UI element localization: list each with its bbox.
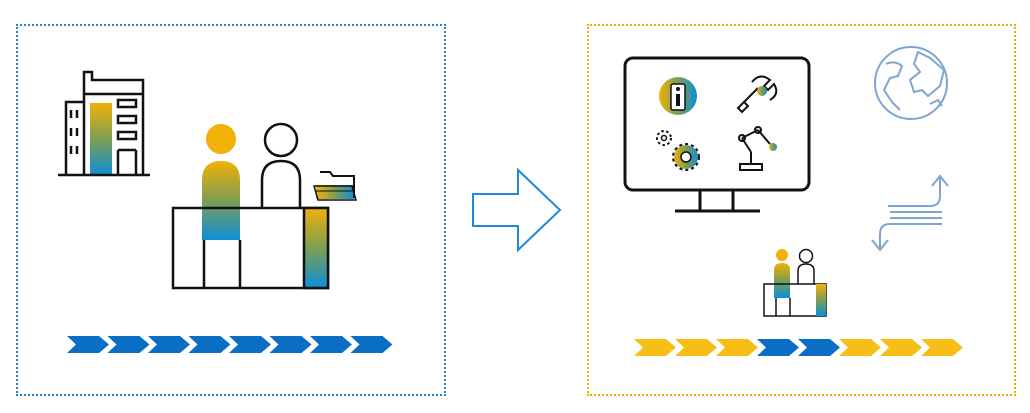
process-chevron [634,339,676,356]
globe-icon [874,46,948,120]
process-chevron [880,339,922,356]
process-chevron [107,336,150,353]
process-chevron [67,336,109,353]
process-chevron [757,339,799,356]
process-chevron [148,336,190,353]
small-people-at-desk-icon [763,248,827,317]
right-arrow-icon [472,167,562,253]
process-chevron [350,336,393,353]
process-chevron [229,336,271,353]
gears-icon [656,130,700,171]
robot-arm-icon [738,126,777,171]
process-chevron [921,339,963,356]
wrench-icon [736,75,778,114]
right-process-chevrons [634,339,963,356]
office-building-icon [58,70,150,177]
left-panel [16,24,446,396]
right-panel [587,24,1016,396]
process-chevron [798,339,840,356]
left-process-chevrons [67,336,393,353]
process-chevron [188,336,231,353]
process-chevron [269,336,312,353]
process-chevron [839,339,881,356]
folder-icon [313,171,357,201]
monitor-icon [623,56,811,213]
process-chevron [716,339,758,356]
info-icon [659,77,697,115]
exchange-arrows-icon [871,174,949,252]
two-people-at-desk-icon [171,122,330,290]
process-chevron [675,339,717,356]
process-chevron [310,336,352,353]
